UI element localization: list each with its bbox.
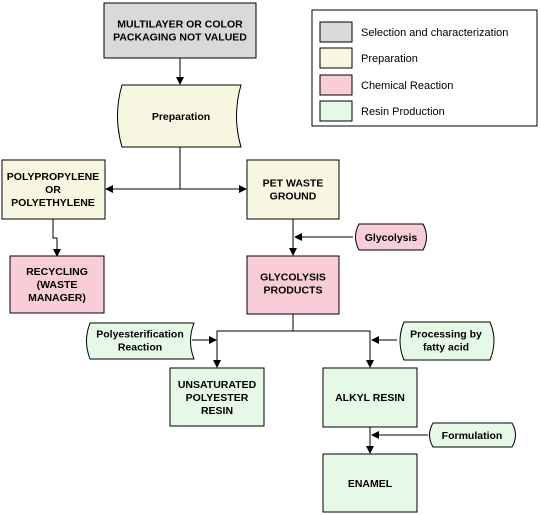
node-glycolysis — [355, 223, 427, 251]
legend-label-resin-production: Resin Production — [361, 106, 445, 118]
legend-item: Preparation — [319, 47, 418, 69]
label-enamel: ENAMEL — [348, 478, 393, 490]
legend-swatch-resin-production — [319, 100, 353, 122]
label-line: RECYCLING — [26, 266, 88, 278]
label-line: Reaction — [118, 342, 162, 354]
connector-products-trunk — [213, 314, 294, 368]
label-line: (WASTE — [37, 279, 78, 291]
label-line: Processing by — [410, 329, 482, 341]
legend-swatch-preparation — [319, 47, 353, 69]
label-formulation: Formulation — [442, 430, 503, 442]
node-unsaturated — [169, 367, 265, 427]
label-preparation: Preparation — [152, 111, 210, 123]
label-line: PRODUCTS — [264, 285, 323, 297]
label-line: Formulation — [442, 430, 503, 442]
label-line: UNSATURATED — [178, 379, 257, 391]
legend-label-selection: Selection and characterization — [361, 27, 508, 39]
label-line: POLYETHYLENE — [11, 197, 95, 209]
node-polypropylene — [1, 159, 106, 220]
node-alkyl — [322, 367, 418, 428]
label-line: Polyesterification — [96, 329, 184, 341]
node-glycolysis-products — [246, 255, 340, 315]
label-line: POLYPROPYLENE — [7, 171, 99, 183]
label-line: Glycolysis — [365, 232, 418, 244]
label-alkyl: ALKYL RESIN — [335, 392, 405, 404]
node-polyesterification — [86, 322, 195, 360]
node-pet-waste — [246, 159, 340, 220]
node-fatty-acid — [399, 321, 495, 361]
legend: Selection and characterization Preparati… — [311, 9, 538, 127]
label-line: MULTILAYER OR COLOR — [117, 19, 243, 31]
label-line: fatty acid — [423, 342, 469, 354]
legend-item: Selection and characterization — [319, 21, 508, 43]
label-line: ALKYL RESIN — [335, 392, 405, 404]
label-line: GLYCOLYSIS — [260, 272, 326, 284]
legend-label-preparation: Preparation — [361, 53, 418, 65]
label-glycolysis: Glycolysis — [365, 232, 418, 244]
legend-swatch-chemical-reaction — [319, 74, 353, 96]
label-line: Preparation — [152, 111, 210, 123]
label-line: MANAGER) — [28, 292, 86, 304]
node-formulation — [429, 422, 516, 448]
label-line: RESIN — [201, 405, 233, 417]
nodes — [1, 2, 516, 513]
label-line: PACKAGING NOT VALUED — [113, 32, 247, 44]
label-line: OR — [45, 184, 61, 196]
node-enamel — [322, 453, 418, 513]
label-line: PET WASTE — [263, 178, 324, 190]
legend-label-chemical-reaction: Chemical Reaction — [361, 80, 453, 92]
legend-swatch-selection — [319, 21, 353, 43]
label-line: ENAMEL — [348, 478, 393, 490]
label-line: POLYESTER — [186, 392, 249, 404]
legend-item: Chemical Reaction — [319, 74, 453, 96]
label-line: GROUND — [270, 191, 317, 203]
node-preparation — [117, 84, 242, 148]
connector-to-alkyl — [293, 330, 374, 368]
connectors — [52, 58, 428, 454]
connector-polypropylene-to-recycling — [52, 219, 61, 257]
legend-item: Resin Production — [319, 100, 445, 122]
node-multilayer — [103, 2, 257, 59]
node-recycling — [9, 255, 105, 314]
